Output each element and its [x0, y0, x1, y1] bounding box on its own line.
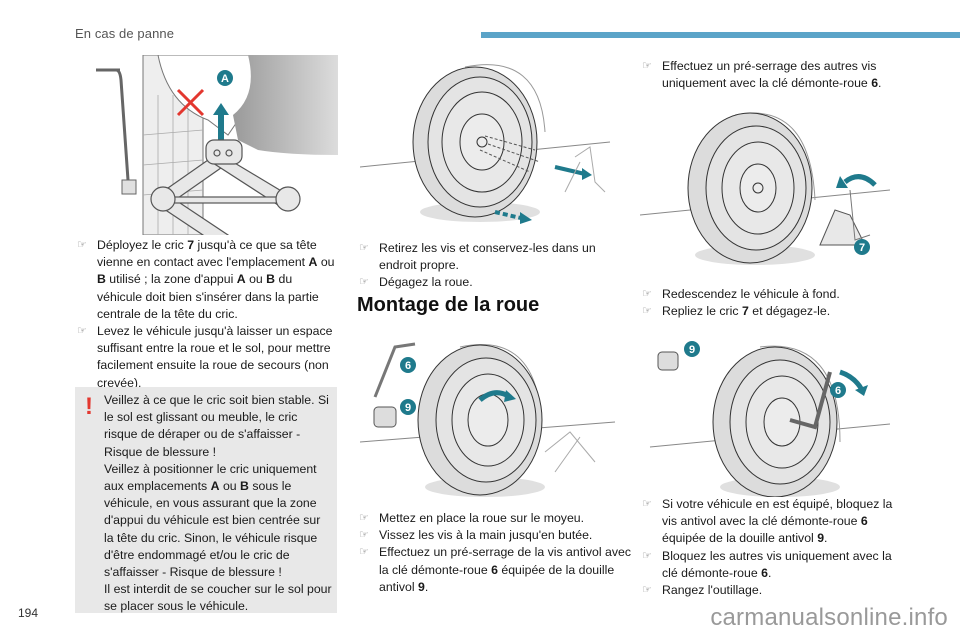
reference-label: 6: [860, 514, 868, 529]
reference-label: 9: [817, 531, 825, 546]
text-run: Retirez les vis et conservez-les dans un…: [379, 241, 596, 273]
text-run: jusqu'à ce que sa tête vienne en contact…: [97, 238, 317, 270]
pointing-hand-bullet-icon: ☞: [359, 242, 369, 254]
pointing-hand-bullet-icon: ☞: [77, 239, 87, 251]
text-run: utilisé ; la zone d'appui: [105, 272, 237, 287]
exclamation-warning-icon: !: [85, 393, 93, 420]
text-run: Effectuez un pré-serrage des autres vis …: [662, 59, 877, 91]
wheel-mounting-illustration: 6 9: [360, 342, 616, 497]
reference-label: 7: [187, 238, 195, 252]
text-run: Déployez le cric: [97, 238, 188, 252]
step-item: ☞ Retirez les vis et conservez-les dans u…: [357, 240, 632, 274]
reference-label: A: [236, 272, 246, 287]
text-run: du véhicule doit bien s'insérer dans la …: [97, 272, 319, 321]
reference-label: B: [97, 272, 106, 287]
reference-label: 7: [741, 304, 749, 319]
text-run: Mettez en place la roue sur le moyeu.: [379, 511, 585, 525]
text-run: Levez le véhicule jusqu'à laisser un esp…: [97, 324, 333, 390]
column-3-middle-steps: ☞ Redescendez le véhicule à fond. ☞ Repliez…: [640, 286, 902, 326]
pointing-hand-bullet-icon: ☞: [359, 529, 369, 542]
reference-label: B: [266, 272, 276, 287]
text-run: Veillez à positionner le cric uniquement…: [104, 461, 317, 494]
text-run: ou: [219, 479, 241, 494]
badge-a: A: [221, 73, 229, 85]
step-item: ☞ Redescendez le véhicule à fond.: [640, 286, 902, 303]
text-run: .: [824, 531, 828, 546]
text-run: Vissez les vis à la main jusqu'en butée.: [379, 528, 593, 543]
pointing-hand-bullet-icon: ☞: [642, 498, 652, 510]
text-run: Dégagez la roue.: [379, 275, 473, 290]
text-run: ou: [317, 255, 335, 270]
step-item: ☞ Si votre véhicule en est équipé, bloque…: [640, 496, 902, 548]
step-item: ☞ Vissez les vis à la main jusqu'en butée…: [357, 527, 632, 544]
section-title: Montage de la roue: [357, 294, 540, 316]
reference-label: 6: [491, 562, 498, 577]
badge-9: 9: [405, 402, 411, 414]
pointing-hand-bullet-icon: ☞: [642, 60, 652, 72]
jack-under-vehicle-illustration: A: [96, 55, 338, 235]
text-run: sous le véhicule, en vous assurant que l…: [104, 479, 321, 580]
pointing-hand-bullet-icon: ☞: [359, 276, 369, 289]
pointing-hand-bullet-icon: ☞: [642, 549, 652, 562]
text-run: Effectuez un pré-serrage de la vis antiv…: [379, 545, 631, 577]
step-item: ☞ Repliez le cric 7 et dégagez-le.: [640, 303, 902, 320]
header-accent-bar: [481, 32, 960, 38]
text-run: Il est interdit de se coucher sur le sol…: [104, 582, 332, 614]
step-item: ☞ Effectuez un pré-serrage des autres vis…: [640, 58, 902, 92]
pointing-hand-bullet-icon: ☞: [359, 512, 369, 524]
column-3-bottom-steps: ☞ Si votre véhicule en est équipé, bloque…: [640, 496, 902, 605]
wheel-tightening-illustration: 6 9: [649, 341, 890, 497]
column-2-top-steps: ☞ Retirez les vis et conservez-les dans u…: [357, 240, 632, 298]
text-run: .: [767, 565, 772, 580]
text-run: équipée de la douille antivol: [662, 531, 818, 546]
reference-label: B: [240, 479, 249, 494]
reference-label: A: [210, 479, 220, 494]
pointing-hand-bullet-icon: ☞: [642, 584, 652, 597]
text-run: ou: [245, 272, 267, 287]
pointing-hand-bullet-icon: ☞: [77, 325, 87, 338]
pointing-hand-bullet-icon: ☞: [642, 288, 652, 300]
text-run: Si votre véhicule en est équipé, bloquez…: [662, 497, 893, 529]
badge-6: 6: [835, 385, 841, 397]
text-run: .: [424, 579, 429, 594]
page-number: 194: [18, 606, 39, 620]
chapter-title: En cas de panne: [75, 26, 175, 41]
jack-lowering-illustration: 7: [640, 112, 890, 265]
wheel-removal-illustration: [360, 64, 611, 224]
badge-7: 7: [859, 242, 865, 254]
reference-label: A: [308, 255, 318, 270]
step-item: ☞ Bloquez les autres vis uniquement avec …: [640, 548, 902, 582]
step-item: ☞ Effectuez un pré-serrage de la vis anti…: [357, 544, 632, 596]
badge-9: 9: [689, 344, 695, 356]
badge-6: 6: [405, 360, 411, 372]
text-run: Bloquez les autres vis uniquement avec l…: [662, 548, 892, 580]
reference-label: 6: [761, 565, 768, 580]
watermark: carmanualsonline.info: [710, 604, 948, 631]
warning-box: ! Veillez à ce que le cric soit bien sta…: [75, 387, 337, 613]
text-run: Veillez à ce que le cric soit bien stabl…: [104, 393, 329, 459]
reference-label: 6: [871, 76, 879, 91]
column-1-steps: ☞ Déployez le cric 7 jusqu'à ce que sa tê…: [75, 237, 337, 398]
text-run: et dégagez-le.: [748, 304, 831, 319]
text-run: Repliez le cric: [662, 304, 742, 319]
column-2-bottom-steps: ☞ Mettez en place la roue sur le moyeu. ☞ V…: [357, 510, 632, 602]
column-3-top-steps: ☞ Effectuez un pré-serrage des autres vis…: [640, 58, 902, 98]
step-item: ☞ Mettez en place la roue sur le moyeu.: [357, 510, 632, 527]
text-run: équipée de la douille antivol: [379, 562, 615, 594]
text-run: Rangez l'outillage.: [662, 583, 763, 598]
text-run: Redescendez le véhicule à fond.: [662, 287, 840, 301]
reference-label: 9: [417, 579, 425, 594]
step-item: ☞ Rangez l'outillage.: [640, 582, 902, 599]
step-item: ☞ Levez le véhicule jusqu'à laisser un es…: [75, 323, 337, 392]
step-item: ☞ Déployez le cric 7 jusqu'à ce que sa tê…: [75, 237, 337, 323]
pointing-hand-bullet-icon: ☞: [359, 546, 369, 559]
warning-text: Veillez à ce que le cric soit bien stabl…: [104, 392, 332, 616]
pointing-hand-bullet-icon: ☞: [642, 305, 652, 318]
step-item: ☞ Dégagez la roue.: [357, 274, 632, 291]
text-run: .: [878, 76, 882, 91]
